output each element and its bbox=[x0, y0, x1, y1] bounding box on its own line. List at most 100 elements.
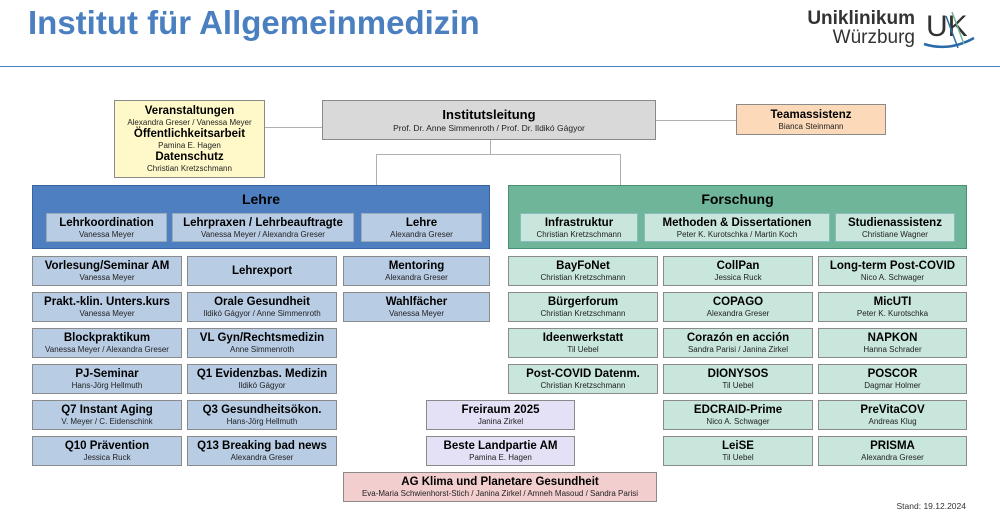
logo-line-2: Würzburg bbox=[832, 27, 915, 48]
forschung-item-names: Nico A. Schwager bbox=[860, 273, 925, 282]
teamassistenz-box: Teamassistenz Bianca Steinmann bbox=[736, 104, 886, 135]
lehrkoordination-title: Lehrkoordination bbox=[59, 217, 154, 229]
forschung-item-title: BayFoNet bbox=[556, 260, 610, 272]
lehre-sub-box: Lehre Alexandra Greser bbox=[361, 213, 482, 242]
forschung-item-box: EDCRAID-Prime Nico A. Schwager bbox=[663, 400, 813, 430]
forschung-item-title: CollPan bbox=[716, 260, 760, 272]
wahlfaecher-title: Wahlfächer bbox=[385, 296, 448, 308]
lehre-item-box: Q1 Evidenzbas. Medizin Ildikó Gágyor bbox=[187, 364, 337, 394]
lehre-item-box: Q7 Instant Aging V. Meyer / C. Eidenschi… bbox=[32, 400, 182, 430]
lehre-item-title: VL Gyn/Rechtsmedizin bbox=[199, 332, 325, 344]
forschung-item-box: BayFoNet Christian Kretzschmann bbox=[508, 256, 658, 286]
forschung-item-box: PreVitaCOV Andreas Klug bbox=[818, 400, 967, 430]
forschung-item-box: COPAGO Alexandra Greser bbox=[663, 292, 813, 322]
ag-klima-box: AG Klima und Planetare Gesundheit Eva-Ma… bbox=[343, 472, 657, 502]
forschung-item-names: Andreas Klug bbox=[868, 417, 917, 426]
veranstaltungen-box: Veranstaltungen Alexandra Greser / Vanes… bbox=[114, 100, 265, 178]
lehre-item-names: Vanessa Meyer bbox=[79, 273, 135, 282]
methoden-box: Methoden & Dissertationen Peter K. Kurot… bbox=[644, 213, 830, 242]
uniklinikum-logo-text: Uniklinikum Würzburg bbox=[790, 9, 915, 47]
lehre-item-names: V. Meyer / C. Eidenschink bbox=[61, 417, 153, 426]
teamassistenz-names: Bianca Steinmann bbox=[778, 122, 844, 131]
studienassistenz-names: Christiane Wagner bbox=[862, 230, 928, 239]
oeffentlichkeitsarbeit-title: Öffentlichkeitsarbeit bbox=[133, 128, 246, 140]
forschung-item-title: Ideenwerkstatt bbox=[542, 332, 624, 344]
lehrpraxen-box: Lehrpraxen / Lehrbeauftragte Vanessa Mey… bbox=[172, 213, 354, 242]
forschung-item-box: PRISMA Alexandra Greser bbox=[818, 436, 967, 466]
institutsleitung-box: Institutsleitung Prof. Dr. Anne Simmenro… bbox=[322, 100, 656, 140]
studienassistenz-title: Studienassistenz bbox=[848, 217, 942, 229]
studienassistenz-box: Studienassistenz Christiane Wagner bbox=[835, 213, 955, 242]
lehre-item-title: Q7 Instant Aging bbox=[61, 404, 153, 416]
forschung-item-title: PRISMA bbox=[870, 440, 915, 452]
lehre-item-box: Q10 Prävention Jessica Ruck bbox=[32, 436, 182, 466]
lehrkoordination-names: Vanessa Meyer bbox=[79, 230, 134, 239]
forschung-item-title: Corazón en acción bbox=[686, 332, 790, 344]
landpartie-names: Pamina E. Hagen bbox=[469, 453, 532, 462]
forschung-item-box: LeiSE Til Uebel bbox=[663, 436, 813, 466]
forschung-item-title: EDCRAID-Prime bbox=[693, 404, 783, 416]
forschung-item-box: Corazón en acción Sandra Parisi / Janina… bbox=[663, 328, 813, 358]
forschung-item-names: Alexandra Greser bbox=[861, 453, 924, 462]
forschung-item-names: Alexandra Greser bbox=[706, 309, 770, 318]
lehre-item-box: Q13 Breaking bad news Alexandra Greser bbox=[187, 436, 337, 466]
veranstaltungen-names: Alexandra Greser / Vanessa Meyer bbox=[127, 118, 252, 127]
landpartie-box: Beste Landpartie AM Pamina E. Hagen bbox=[426, 436, 575, 466]
forschung-item-box: CollPan Jessica Ruck bbox=[663, 256, 813, 286]
forschung-item-names: Til Uebel bbox=[567, 345, 599, 354]
forschung-item-title: Bürgerforum bbox=[547, 296, 619, 308]
lehrpraxen-names: Vanessa Meyer / Alexandra Greser bbox=[201, 230, 325, 239]
logo-mark-text: UK bbox=[926, 10, 968, 43]
forschung-item-title: MicUTI bbox=[873, 296, 912, 308]
ag-klima-names: Eva-Maria Schwienhorst-Stich / Janina Zi… bbox=[361, 489, 639, 498]
lehre-item-title: Q3 Gesundheitsökon. bbox=[202, 404, 322, 416]
forschung-item-names: Til Uebel bbox=[722, 381, 754, 390]
lehre-item-names: Alexandra Greser bbox=[230, 453, 294, 462]
lehre-title: Lehre bbox=[241, 191, 281, 207]
infrastruktur-names: Christian Kretzschmann bbox=[536, 230, 622, 239]
teamassistenz-title: Teamassistenz bbox=[770, 109, 852, 121]
infrastruktur-box: Infrastruktur Christian Kretzschmann bbox=[520, 213, 638, 242]
connector-line bbox=[490, 140, 491, 154]
lehre-item-names: Jessica Ruck bbox=[83, 453, 131, 462]
lehre-item-names: Anne Simmenroth bbox=[229, 345, 295, 354]
lehre-sub-title: Lehre bbox=[405, 217, 438, 229]
forschung-item-names: Hanna Schrader bbox=[863, 345, 922, 354]
veranstaltungen-title: Veranstaltungen bbox=[144, 105, 235, 117]
forschung-item-names: Peter K. Kurotschka bbox=[856, 309, 929, 318]
lehre-item-box: PJ-Seminar Hans-Jörg Hellmuth bbox=[32, 364, 182, 394]
forschung-item-box: MicUTI Peter K. Kurotschka bbox=[818, 292, 967, 322]
header-divider bbox=[0, 66, 1000, 67]
lehre-item-names: Ildikó Gágyor bbox=[238, 381, 286, 390]
forschung-item-names: Christian Kretzschmann bbox=[540, 273, 626, 282]
forschung-item-names: Nico A. Schwager bbox=[706, 417, 770, 426]
logo-line-1: Uniklinikum bbox=[807, 8, 915, 29]
lehre-item-box: Q3 Gesundheitsökon. Hans-Jörg Hellmuth bbox=[187, 400, 337, 430]
lehre-item-box: Orale Gesundheit Ildikó Gágyor / Anne Si… bbox=[187, 292, 337, 322]
freiraum-title: Freiraum 2025 bbox=[461, 404, 540, 416]
connector-line bbox=[620, 154, 621, 185]
methoden-names: Peter K. Kurotschka / Martin Koch bbox=[676, 230, 798, 239]
connector-line bbox=[656, 120, 736, 121]
forschung-item-box: Ideenwerkstatt Til Uebel bbox=[508, 328, 658, 358]
lehre-item-names: Hans-Jörg Hellmuth bbox=[71, 381, 143, 390]
lehre-item-names: Ildikó Gágyor / Anne Simmenroth bbox=[203, 309, 321, 318]
datenschutz-names: Christian Kretzschmann bbox=[147, 164, 232, 173]
forschung-item-title: Long-term Post-COVID bbox=[829, 260, 956, 272]
mentoring-title: Mentoring bbox=[388, 260, 445, 272]
lehre-item-title: Orale Gesundheit bbox=[214, 296, 310, 308]
forschung-item-title: PreVitaCOV bbox=[860, 404, 925, 416]
connector-line bbox=[376, 154, 620, 155]
forschung-item-box: NAPKON Hanna Schrader bbox=[818, 328, 967, 358]
forschung-item-names: Sandra Parisi / Janina Zirkel bbox=[687, 345, 789, 354]
freiraum-box: Freiraum 2025 Janina Zirkel bbox=[426, 400, 575, 430]
lehrkoordination-box: Lehrkoordination Vanessa Meyer bbox=[46, 213, 167, 242]
page-title: Institut für Allgemeinmedizin bbox=[28, 4, 480, 41]
forschung-item-box: POSCOR Dagmar Holmer bbox=[818, 364, 967, 394]
lehre-item-names: Vanessa Meyer / Alexandra Greser bbox=[45, 345, 169, 354]
freiraum-names: Janina Zirkel bbox=[477, 417, 524, 426]
institutsleitung-names: Prof. Dr. Anne Simmenroth / Prof. Dr. Il… bbox=[393, 123, 585, 133]
lehre-item-title: Q10 Prävention bbox=[64, 440, 150, 452]
lehre-item-box: Prakt.-klin. Unters.kurs Vanessa Meyer bbox=[32, 292, 182, 322]
oeffentlichkeitsarbeit-names: Pamina E. Hagen bbox=[158, 141, 221, 150]
